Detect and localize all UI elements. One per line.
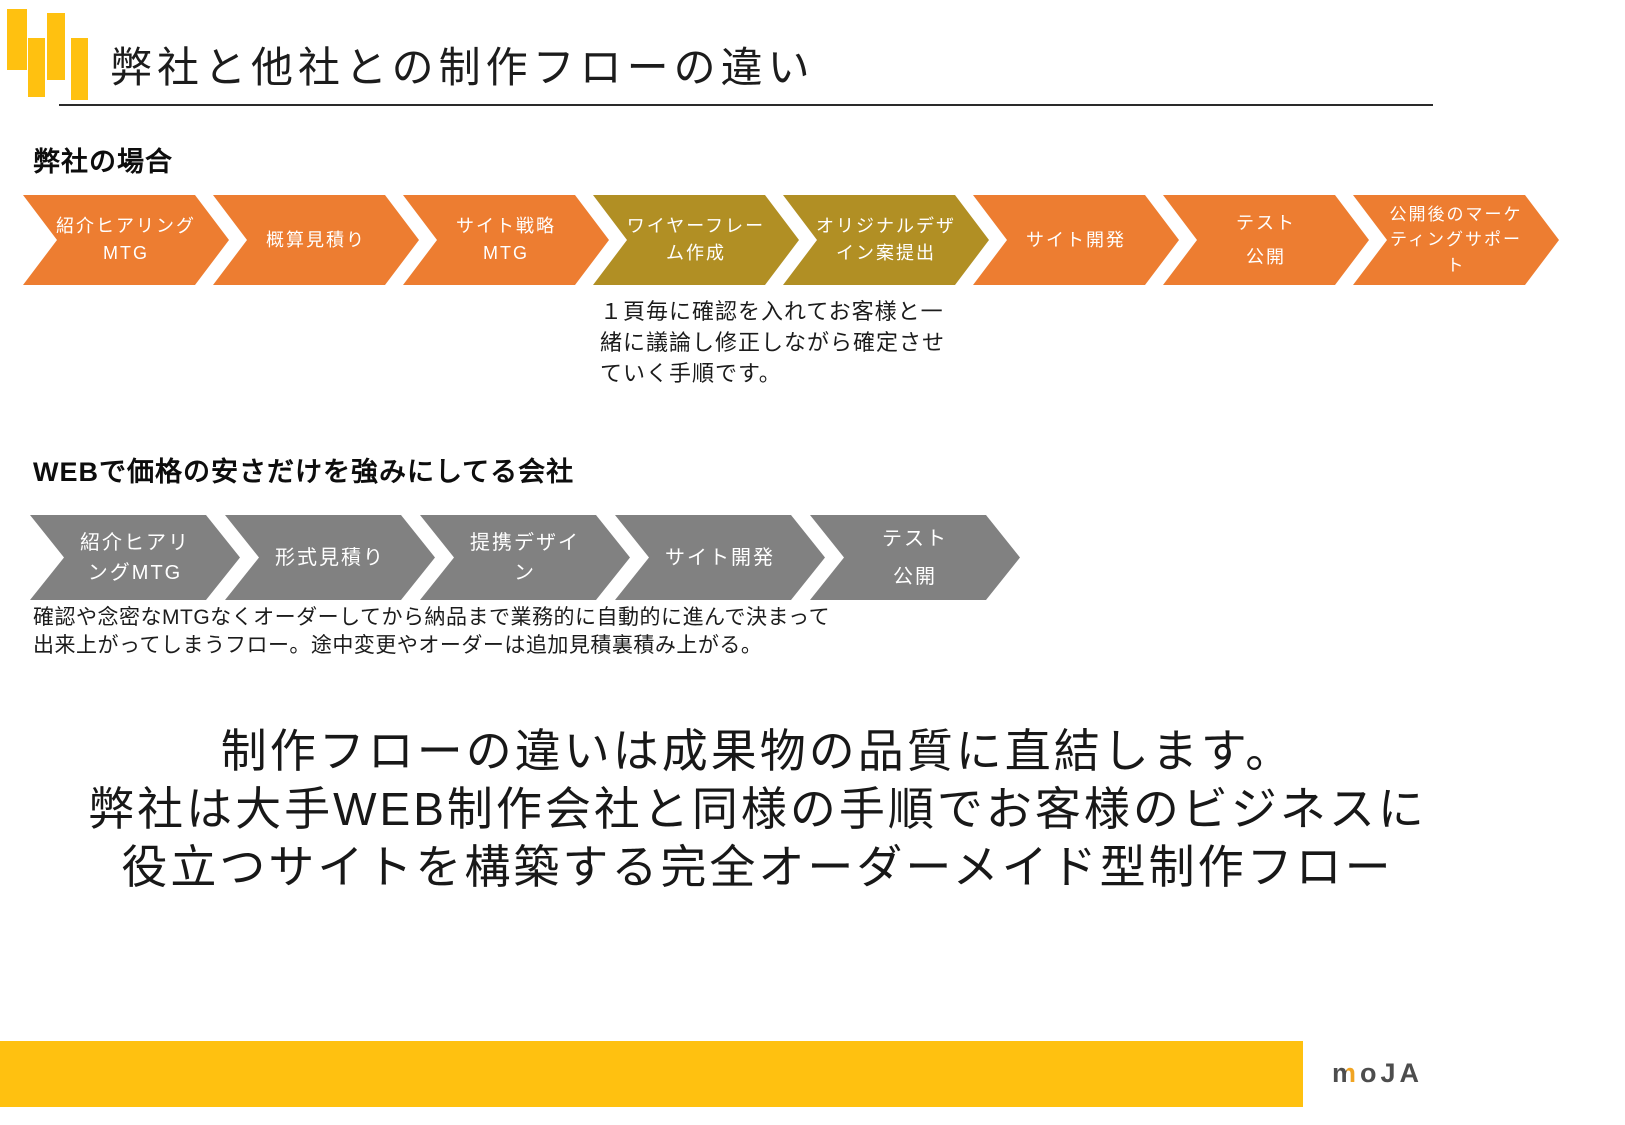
moja-logo-m: m	[1332, 1058, 1361, 1088]
flow-others-chevron-row: 紹介ヒアリ ングMTG 形式見積り 提携デザイ ン サイト開発 テスト 公開	[30, 515, 1060, 600]
key-statement-line-3: 役立つサイトを構築する完全オーダーメイド型制作フロー	[121, 841, 1394, 893]
brand-bar-icon	[28, 38, 45, 97]
flow-ours-step-1: 紹介ヒアリング MTG	[23, 195, 229, 285]
page-title: 弊社と他社との制作フローの違い	[110, 44, 815, 91]
flow-ours-step-5: オリジナルデザ イン案提出	[783, 195, 989, 285]
moja-logo: moJA	[1332, 1058, 1423, 1089]
section-others-heading: WEBで価格の安さだけを強みにしてる会社	[33, 457, 575, 487]
brand-bar-icon	[7, 9, 27, 70]
key-statement-line-1: 制作フローの違いは成果物の品質に直結します。	[220, 725, 1295, 777]
flow-others-step-4: サイト開発	[615, 515, 825, 600]
flow-ours-step-6: サイト開発	[973, 195, 1179, 285]
section-ours-heading: 弊社の場合	[33, 147, 173, 177]
flow-ours-note: １頁毎に確認を入れてお客様と一 緒に議論し修正しながら確定させ ていく手順です。	[600, 299, 946, 386]
key-statement-line-2: 弊社は大手WEB制作会社と同様の手順でお客様のビジネスに	[88, 783, 1427, 835]
title-underline	[59, 104, 1433, 106]
flow-ours-step-4: ワイヤーフレー ム作成	[593, 195, 799, 285]
flow-ours-chevron-row: 紹介ヒアリング MTG 概算見積り サイト戦略 MTG ワイヤーフレー ム作成 …	[23, 195, 1583, 285]
flow-others-step-5: テスト 公開	[810, 515, 1020, 600]
flow-ours-step-8: 公開後のマーケ ティングサポー ト	[1353, 195, 1559, 285]
brand-bar-icon	[71, 38, 88, 100]
footer-accent-bar	[0, 1041, 1303, 1107]
brand-bar-icon	[47, 13, 65, 80]
moja-logo-rest: oJA	[1360, 1058, 1424, 1088]
flow-others-step-3: 提携デザイ ン	[420, 515, 630, 600]
flow-ours-step-3: サイト戦略 MTG	[403, 195, 609, 285]
key-statement: 制作フローの違いは成果物の品質に直結します。 弊社は大手WEB制作会社と同様の手…	[0, 722, 1515, 896]
flow-others-step-2: 形式見積り	[225, 515, 435, 600]
flow-ours-step-2: 概算見積り	[213, 195, 419, 285]
flow-others-note: 確認や念密なMTGなくオーダーしてから納品まで業務的に自動的に進んで決まって 出…	[33, 606, 831, 657]
flow-ours-step-7: テスト 公開	[1163, 195, 1369, 285]
flow-others-step-1: 紹介ヒアリ ングMTG	[30, 515, 240, 600]
brand-bars-logo	[0, 0, 100, 110]
